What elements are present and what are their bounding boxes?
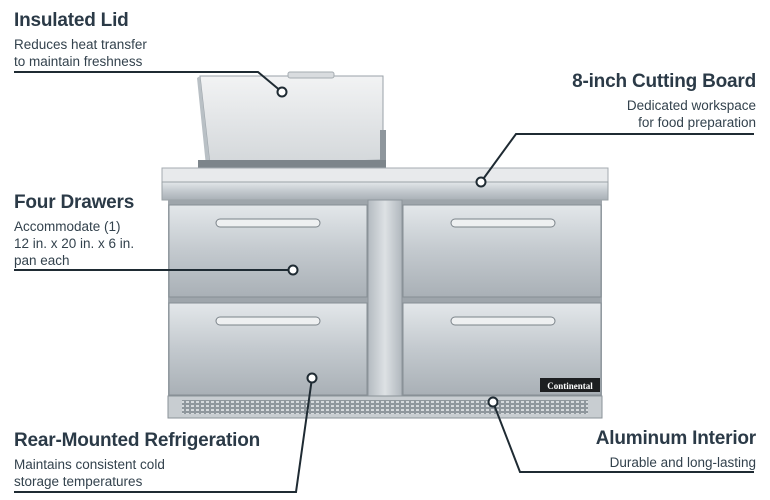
callout-four-drawers: Four Drawers Accommodate (1) 12 in. x 20… [14, 192, 134, 269]
lid-leader-line [14, 71, 283, 93]
callout-aluminum-interior: Aluminum Interior Durable and long-lasti… [596, 428, 756, 471]
refrigeration-leader-line [14, 377, 313, 493]
callout-rear-mounted-refrigeration: Rear-Mounted Refrigeration Maintains con… [14, 430, 260, 490]
board-marker-dot [475, 176, 487, 188]
callout-description: Dedicated workspace for food preparation [626, 98, 756, 130]
callout-insulated-lid: Insulated Lid Reduces heat transfer to m… [14, 10, 147, 70]
drawer-top-right [402, 204, 602, 298]
refrigeration-marker-dot [306, 372, 318, 384]
callout-description: Durable and long-lasting [609, 455, 756, 470]
callout-title: Insulated Lid [14, 10, 129, 31]
lid-marker-dot [276, 86, 288, 98]
callout-description: Maintains consistent cold storage temper… [14, 457, 165, 489]
board-leader-line [480, 133, 754, 183]
drawer-top-left [168, 204, 368, 298]
callout-title: Four Drawers [14, 192, 135, 213]
brand-badge-text: Continental [547, 381, 593, 391]
brand-badge [540, 378, 600, 392]
interior-marker-dot [487, 396, 499, 408]
callout-description: Reduces heat transfer to maintain freshn… [14, 37, 147, 69]
callout-description: Accommodate (1) 12 in. x 20 in. x 6 in. … [14, 219, 135, 268]
interior-leader-line [492, 401, 754, 473]
callout-title: Rear-Mounted Refrigeration [14, 430, 261, 451]
drawer-bottom-left [168, 302, 368, 396]
callout-title: Aluminum Interior [595, 428, 756, 449]
drawers-marker-dot [287, 264, 299, 276]
cutting-board-top [161, 167, 609, 201]
callout-cutting-board: 8-inch Cutting Board Dedicated workspace… [572, 71, 756, 131]
callout-title: 8-inch Cutting Board [572, 71, 756, 92]
